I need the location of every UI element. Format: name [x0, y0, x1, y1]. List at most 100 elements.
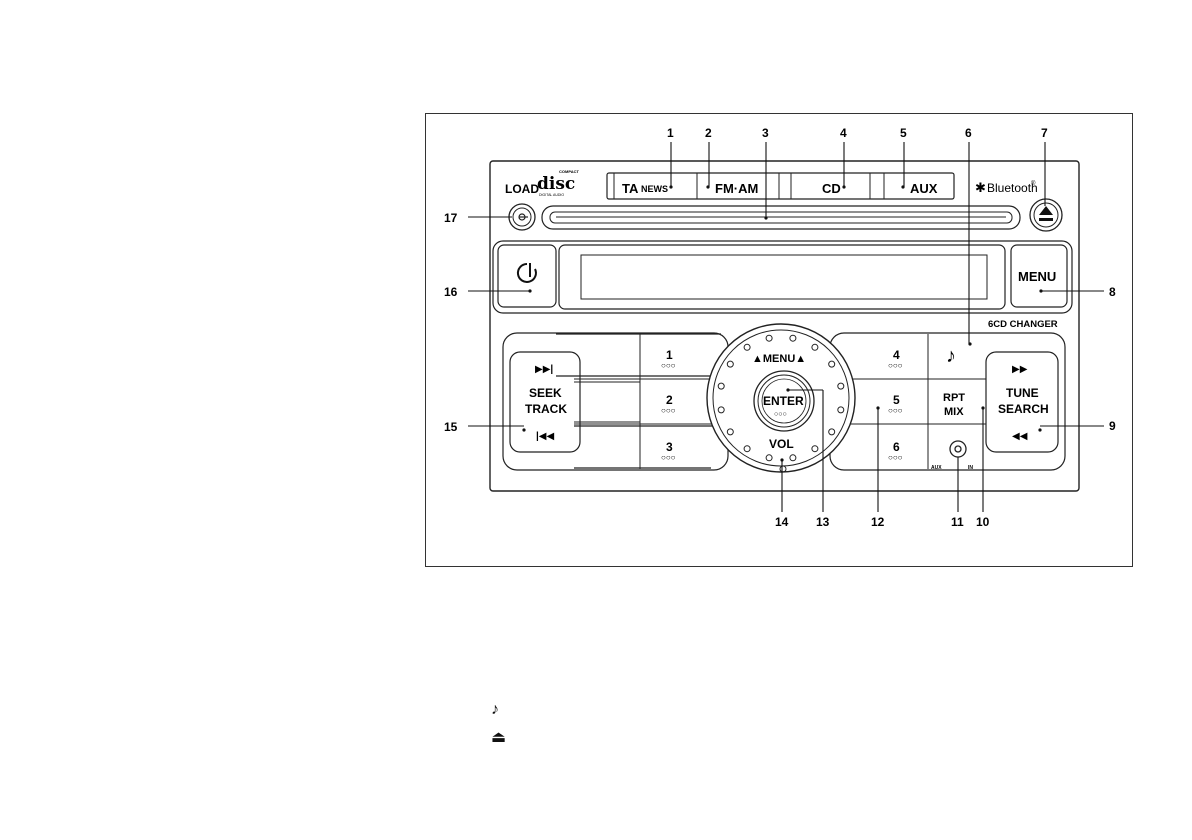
cd-button[interactable]: CD: [822, 181, 846, 196]
svg-text:3: 3: [666, 440, 673, 454]
rpt-mix-button[interactable]: RPT MIX: [943, 392, 985, 418]
svg-text:○○○: ○○○: [661, 453, 676, 462]
callout-6: 6: [965, 126, 972, 140]
tune-forward-icon: ▶▶: [1012, 364, 1028, 375]
ta-news-button[interactable]: TA NEWS: [622, 181, 673, 196]
eject-button[interactable]: [1030, 199, 1062, 231]
legend-row-music: ♪: [491, 702, 499, 718]
compact-disc-logo: COMPACT disc DIGITAL AUDIO: [537, 169, 579, 197]
callout-11: 11: [951, 515, 964, 529]
knob-dot: [766, 455, 772, 461]
radio-diagram-figure: TA NEWS FM·AM CD AUX COMPACT disc DIGITA…: [425, 113, 1133, 567]
cd-label: CD: [822, 181, 841, 196]
preset-button-1[interactable]: 1 ○○○: [661, 348, 676, 370]
eject-icon: ⏏: [491, 729, 506, 746]
svg-text:○○○: ○○○: [661, 406, 676, 415]
svg-text:○○○: ○○○: [661, 361, 676, 370]
power-icon: [518, 264, 536, 282]
knob-dot: [727, 361, 733, 367]
cd-slot: [542, 206, 1020, 229]
changer-label: 6CD CHANGER: [988, 319, 1058, 330]
knob-dot: [812, 344, 818, 350]
music-note-icon: ♪: [946, 345, 956, 367]
svg-text:AUX: AUX: [931, 465, 942, 471]
knob-dot: [790, 455, 796, 461]
knob-dot: [727, 429, 733, 435]
svg-text:6: 6: [893, 440, 900, 454]
knob-dot: [838, 407, 844, 413]
svg-text:disc: disc: [537, 174, 575, 194]
knob-dot: [718, 407, 724, 413]
fm-am-button[interactable]: FM·AM: [706, 181, 758, 196]
callout-17: 17: [444, 211, 458, 225]
tune-search-button[interactable]: ▶▶ TUNE SEARCH ◀◀: [986, 352, 1058, 452]
knob-dot: [744, 446, 750, 452]
svg-text:TRACK: TRACK: [525, 402, 567, 416]
svg-text:○○○: ○○○: [888, 361, 903, 370]
fm-am-label: FM·AM: [715, 181, 758, 196]
svg-text:○○○: ○○○: [888, 406, 903, 415]
svg-text:TUNE: TUNE: [1006, 386, 1039, 400]
knob-dot: [838, 383, 844, 389]
seek-track-button[interactable]: ▶▶| SEEK TRACK |◀◀: [510, 352, 580, 452]
svg-text:2: 2: [666, 393, 673, 407]
callout-7: 7: [1041, 126, 1048, 140]
bluetooth-logo: ✱ Bluetooth ®: [975, 180, 1038, 195]
svg-text:○○○: ○○○: [774, 411, 787, 418]
callout-5: 5: [900, 126, 907, 140]
callout-16: 16: [444, 285, 458, 299]
preset-button-5[interactable]: 5 ○○○: [876, 393, 902, 415]
svg-text:SEEK: SEEK: [529, 386, 562, 400]
knob-dot: [829, 429, 835, 435]
knob-dot: [744, 344, 750, 350]
load-label: LOAD: [505, 182, 539, 196]
bluetooth-icon: ✱: [975, 180, 986, 195]
aux-button[interactable]: AUX: [901, 181, 937, 196]
callout-1: 1: [667, 126, 674, 140]
svg-text:4: 4: [893, 348, 900, 362]
callout-15: 15: [444, 420, 458, 434]
ta-label: TA: [622, 181, 639, 196]
callout-9: 9: [1109, 419, 1116, 433]
enter-button[interactable]: ENTER ○○○: [754, 371, 814, 431]
knob-dot: [790, 335, 796, 341]
display-screen: [581, 255, 987, 299]
svg-text:DIGITAL AUDIO: DIGITAL AUDIO: [539, 193, 564, 197]
svg-text:○○○: ○○○: [888, 453, 903, 462]
music-button[interactable]: ♪: [946, 342, 972, 367]
menu-label: MENU: [1018, 269, 1056, 284]
radio-diagram: TA NEWS FM·AM CD AUX COMPACT disc DIGITA…: [426, 114, 1134, 568]
svg-text:®: ®: [1031, 180, 1036, 187]
load-button[interactable]: [509, 204, 535, 230]
vol-label: VOL: [769, 437, 794, 451]
svg-text:SEARCH: SEARCH: [998, 402, 1049, 416]
menu-button[interactable]: MENU: [1011, 245, 1067, 307]
callout-13: 13: [816, 515, 830, 529]
preset-button-6[interactable]: 6 ○○○: [888, 440, 903, 462]
knob-dot: [766, 335, 772, 341]
preset-button-4[interactable]: 4 ○○○: [888, 348, 903, 370]
aux-in-jack[interactable]: AUX IN: [931, 441, 973, 471]
display-row-frame: [493, 241, 1072, 313]
callout-2: 2: [705, 126, 712, 140]
callout-4: 4: [840, 126, 847, 140]
callout-8: 8: [1109, 285, 1116, 299]
svg-text:1: 1: [666, 348, 673, 362]
svg-text:IN: IN: [968, 465, 973, 471]
knob-dot: [718, 383, 724, 389]
callout-12: 12: [871, 515, 885, 529]
svg-text:RPT: RPT: [943, 392, 965, 404]
knob-menu-label: ▲MENU▲: [752, 353, 806, 365]
preset-button-2[interactable]: 2 ○○○: [661, 393, 676, 415]
music-note-icon: ♪: [491, 701, 499, 718]
news-label: NEWS: [641, 184, 668, 194]
svg-text:5: 5: [893, 393, 900, 407]
callout-3: 3: [762, 126, 769, 140]
enter-label: ENTER: [763, 394, 804, 408]
seek-next-icon: ▶▶|: [535, 364, 553, 375]
preset-button-3[interactable]: 3 ○○○: [661, 440, 676, 462]
svg-text:MIX: MIX: [944, 406, 964, 418]
eject-icon: [1039, 206, 1053, 221]
callout-10: 10: [976, 515, 990, 529]
power-button[interactable]: [498, 245, 556, 307]
